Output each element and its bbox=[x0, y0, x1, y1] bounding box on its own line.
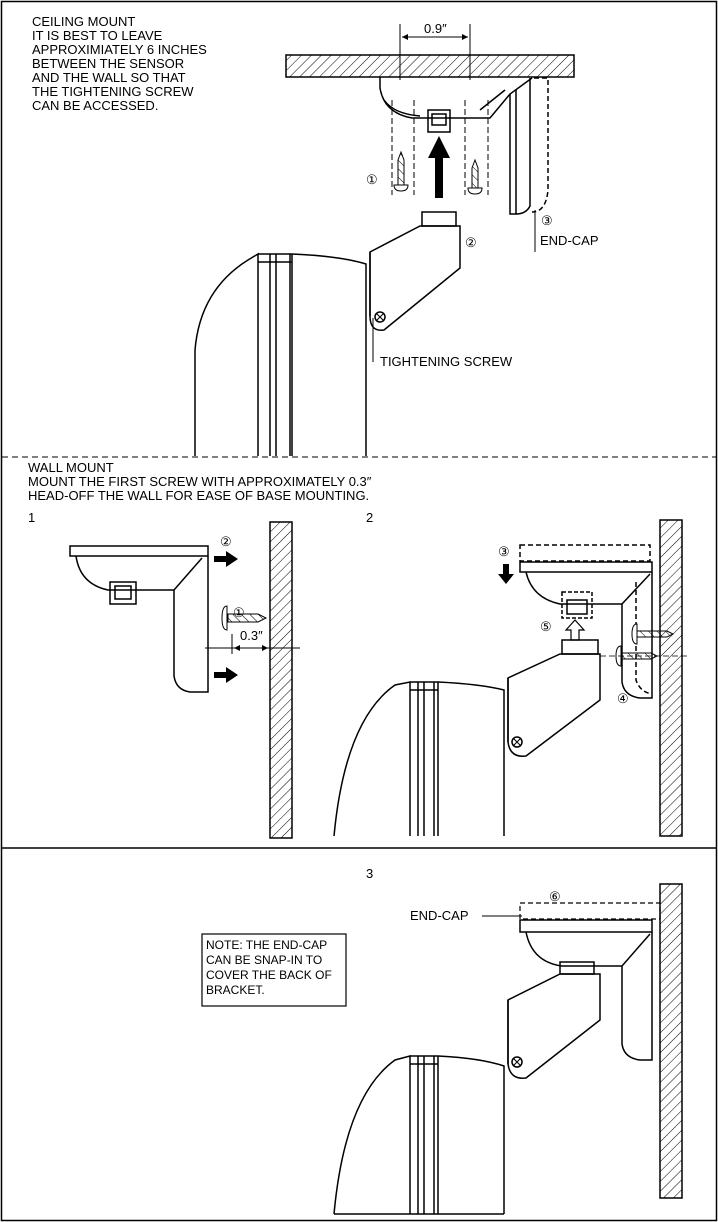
up-arrow-icon bbox=[428, 136, 450, 198]
ceiling-bracket bbox=[379, 77, 549, 215]
end-cap-label: END-CAP bbox=[540, 233, 599, 248]
ceiling-text: CEILING MOUNT IT IS BEST TO LEAVE APPROX… bbox=[32, 14, 210, 113]
wall-step2-sensor-body bbox=[333, 681, 505, 837]
callout-1: ① bbox=[366, 172, 378, 187]
callout-5-wall: ⑤ bbox=[540, 619, 552, 634]
wall-step2-bracket bbox=[519, 544, 653, 699]
ceiling-line: BETWEEN THE SENSOR bbox=[32, 56, 184, 71]
snap-swivel bbox=[507, 973, 601, 1079]
callout-2-wall: ② bbox=[220, 534, 232, 549]
wall-surface-step1 bbox=[269, 521, 293, 839]
note-line: CAN BE SNAP-IN TO bbox=[206, 953, 322, 967]
step-1-label: 1 bbox=[28, 510, 35, 525]
wall-step2-screws bbox=[600, 623, 690, 667]
end-cap-label-3: END-CAP bbox=[410, 908, 469, 923]
wall-step2-swivel bbox=[507, 639, 601, 757]
callout-2: ② bbox=[465, 235, 477, 250]
step-3-label: 3 bbox=[366, 866, 373, 881]
ceiling-line: CEILING MOUNT bbox=[32, 14, 135, 29]
note-line: BRACKET. bbox=[206, 983, 265, 997]
note-box: NOTE: THE END-CAP CAN BE SNAP-IN TO COVE… bbox=[201, 933, 347, 1007]
note-line: NOTE: THE END-CAP bbox=[206, 938, 327, 952]
ceiling-line: APPROXIMIATELY 6 INCHES bbox=[32, 42, 207, 57]
ceiling-screw-left bbox=[391, 100, 415, 195]
wall-text: WALL MOUNT MOUNT THE FIRST SCREW WITH AP… bbox=[28, 460, 375, 503]
wall-mount-section: WALL MOUNT MOUNT THE FIRST SCREW WITH AP… bbox=[28, 460, 690, 839]
dimension-0-9: 0.9″ bbox=[399, 21, 471, 80]
tightening-screw-label: TIGHTENING SCREW bbox=[380, 354, 513, 369]
callout-1-wall: ① bbox=[233, 605, 245, 620]
step-2-label: 2 bbox=[366, 510, 373, 525]
callout-3-wall: ③ bbox=[498, 544, 510, 559]
callout-4-wall: ④ bbox=[617, 691, 629, 706]
wall-surface-step3 bbox=[659, 883, 683, 1199]
ceiling-line: THE TIGHTENING SCREW bbox=[32, 84, 194, 99]
right-arrow-icon bbox=[214, 551, 238, 567]
wall-step1-screw bbox=[221, 605, 268, 631]
note-line: COVER THE BACK OF bbox=[206, 968, 332, 982]
right-arrow-icon bbox=[214, 667, 238, 683]
ceiling-line: IT IS BEST TO LEAVE bbox=[32, 28, 163, 43]
end-cap-outline bbox=[519, 902, 661, 920]
wall-surface-step2 bbox=[659, 519, 683, 837]
ceiling-swivel bbox=[369, 211, 461, 331]
dimension-label-0-3: 0.3″ bbox=[240, 628, 263, 643]
wall-line: HEAD-OFF THE WALL FOR EASE OF BASE MOUNT… bbox=[28, 488, 369, 503]
ceiling-mount-section: CEILING MOUNT IT IS BEST TO LEAVE APPROX… bbox=[32, 14, 599, 456]
up-arrow-small-icon bbox=[564, 619, 586, 641]
end-cap-section: 3 ⑥ END-CAP NOTE: THE END-CAP CAN BE SNA… bbox=[201, 866, 683, 1215]
callout-3: ③ bbox=[541, 213, 553, 228]
snap-bracket bbox=[519, 919, 653, 1061]
wall-line: MOUNT THE FIRST SCREW WITH APPROXIMATELY… bbox=[28, 474, 372, 489]
ceiling-sensor-body bbox=[194, 252, 367, 456]
dimension-label: 0.9″ bbox=[424, 21, 447, 36]
ceiling-screw-right bbox=[464, 100, 489, 195]
callout-6: ⑥ bbox=[549, 889, 561, 904]
snap-sensor-body bbox=[333, 1055, 505, 1215]
wall-line: WALL MOUNT bbox=[28, 460, 114, 475]
ceiling-surface bbox=[285, 54, 575, 78]
down-arrow-icon bbox=[498, 564, 514, 584]
wall-step1-bracket bbox=[69, 545, 209, 693]
note-text: NOTE: THE END-CAP CAN BE SNAP-IN TO COVE… bbox=[206, 938, 335, 997]
ceiling-line: CAN BE ACCESSED. bbox=[32, 98, 158, 113]
ceiling-line: AND THE WALL SO THAT bbox=[32, 70, 186, 85]
